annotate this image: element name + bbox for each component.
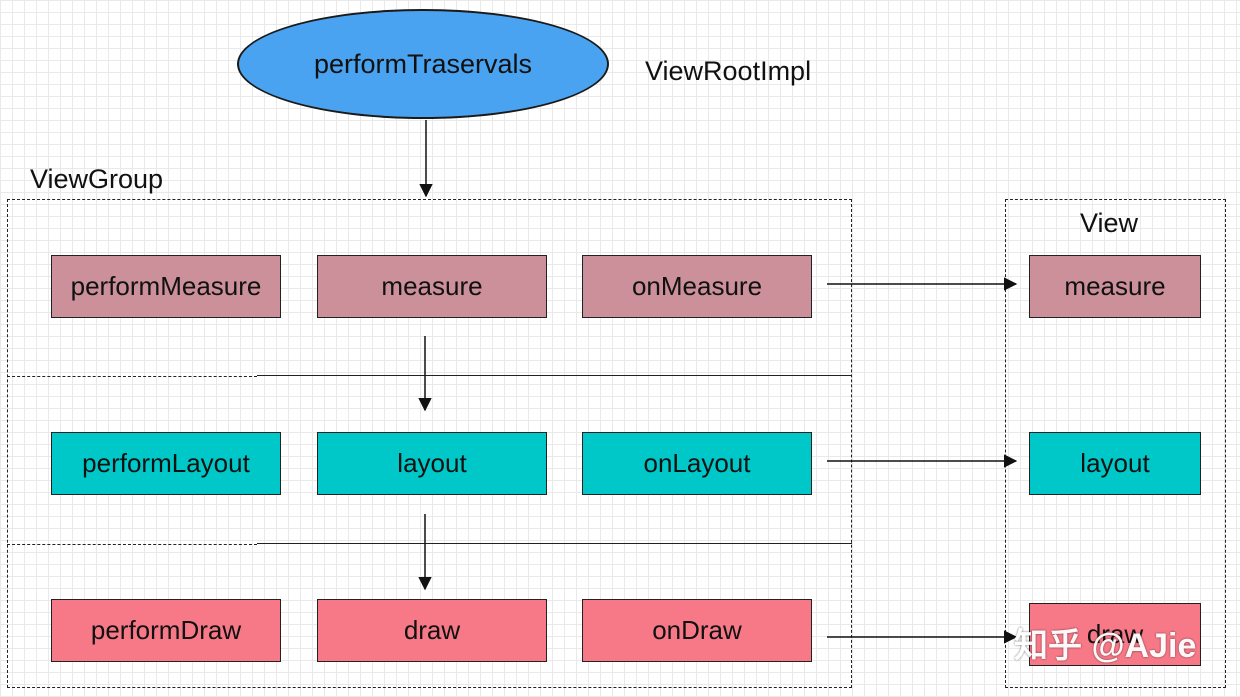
on-measure-box: onMeasure	[582, 255, 812, 318]
measure-box: measure	[317, 255, 547, 318]
perform-layout-box: performLayout	[51, 432, 281, 495]
layout-box: layout	[317, 432, 547, 495]
view-layout-box: layout	[1029, 432, 1201, 495]
view-group-container	[7, 199, 852, 688]
layout-label: layout	[397, 448, 467, 478]
perform-layout-label: performLayout	[82, 448, 250, 478]
view-measure-box: measure	[1029, 255, 1201, 318]
row-divider-dashed-2	[7, 544, 257, 545]
view-measure-label: measure	[1064, 271, 1166, 301]
on-layout-label: onLayout	[643, 448, 751, 478]
perform-measure-label: performMeasure	[70, 271, 262, 301]
view-layout-label: layout	[1080, 448, 1150, 478]
perform-draw-box: performDraw	[51, 599, 281, 662]
view-container	[1005, 199, 1226, 688]
perform-traversals-label: performTraservals	[313, 48, 533, 79]
measure-label: measure	[381, 271, 483, 301]
view-root-impl-label: ViewRootImpl	[645, 56, 812, 86]
on-draw-label: onDraw	[652, 615, 742, 645]
draw-box: draw	[317, 599, 547, 662]
perform-measure-box: performMeasure	[51, 255, 281, 318]
row-divider-solid-1	[257, 375, 852, 376]
on-draw-box: onDraw	[582, 599, 812, 662]
on-layout-box: onLayout	[582, 432, 812, 495]
row-divider-solid-2	[257, 543, 852, 544]
draw-label: draw	[403, 615, 461, 645]
zhihu-watermark: 知乎 @AJie	[1014, 627, 1197, 665]
perform-draw-label: performDraw	[90, 615, 242, 645]
on-measure-label: onMeasure	[631, 271, 763, 301]
view-draw-label: draw	[1086, 619, 1144, 649]
row-divider-dashed-1	[7, 376, 257, 377]
view-group-title: ViewGroup	[30, 164, 164, 194]
perform-traversals-node: performTraservals	[237, 9, 609, 119]
view-title: View	[1080, 208, 1139, 238]
view-draw-box: draw	[1029, 603, 1201, 666]
